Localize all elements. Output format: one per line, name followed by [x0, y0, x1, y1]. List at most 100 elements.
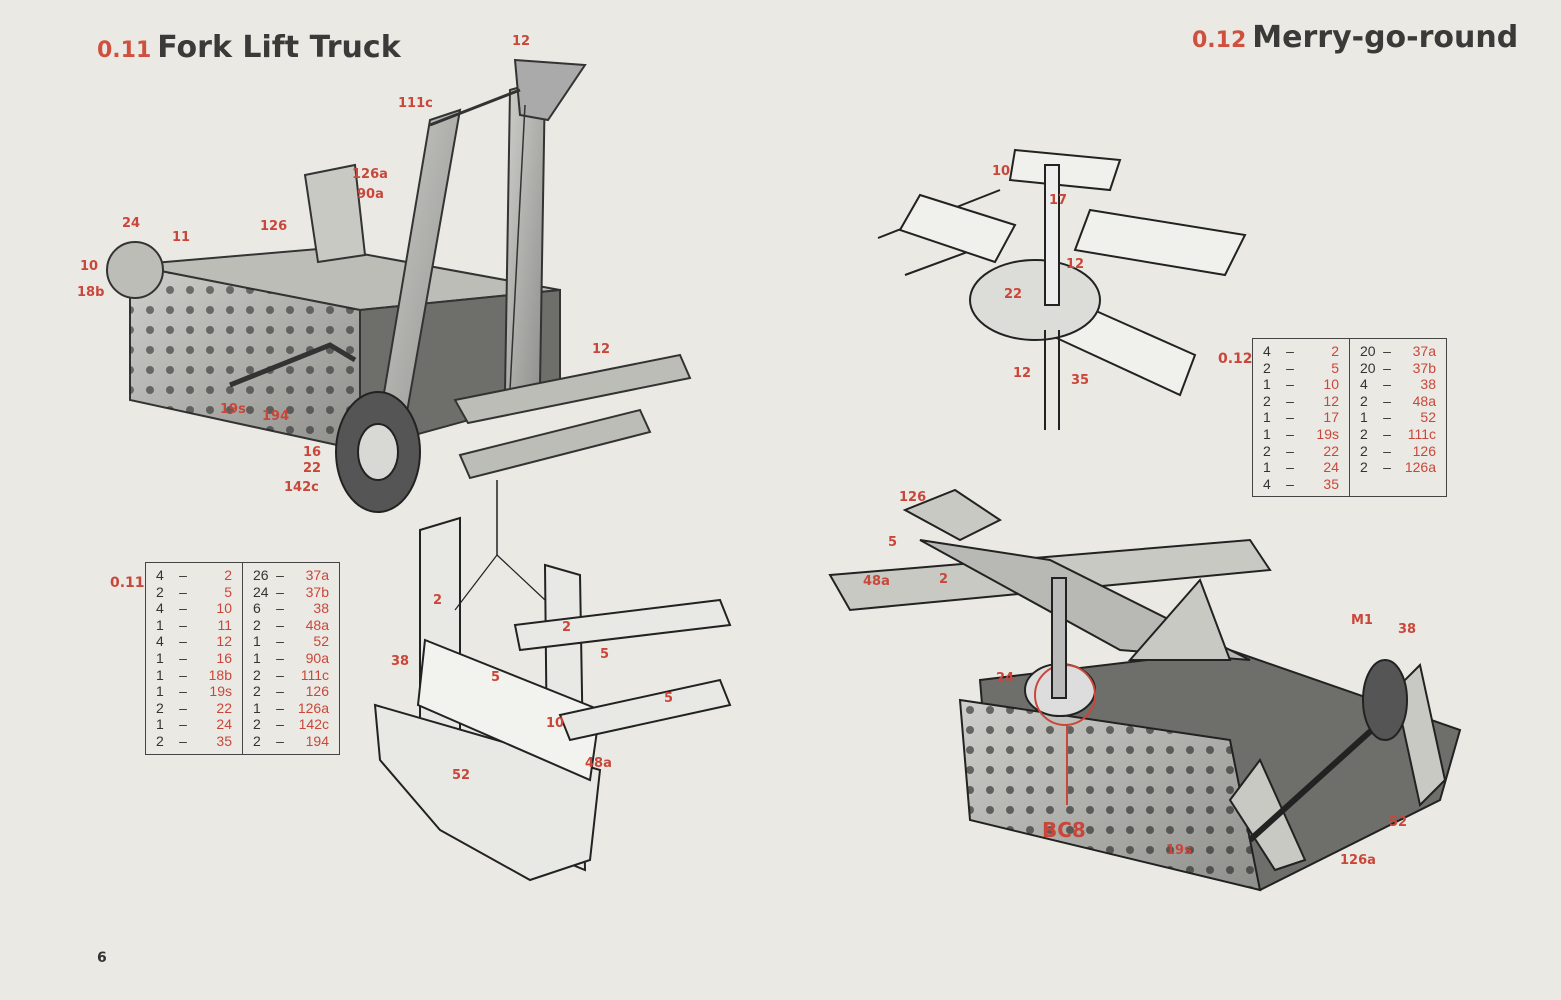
part-number: 126 [1412, 442, 1436, 459]
callout-part-22: 22 [303, 461, 322, 476]
parts-row: 20–37b [1360, 360, 1436, 377]
parts-row: 1–90a [253, 650, 329, 667]
callout-part-2: 2 [939, 572, 949, 587]
part-quantity: 4 [156, 567, 164, 583]
part-number: 111c [300, 666, 329, 683]
part-dash: – [276, 583, 284, 600]
part-number: 126a [1404, 459, 1436, 476]
parts-row: 2–5 [156, 584, 232, 601]
callout-part-126: 126 [899, 490, 927, 505]
parts-row: 2–194 [253, 733, 329, 750]
part-dash: – [1286, 376, 1294, 393]
part-number: 22 [216, 699, 232, 716]
parts-row: 1–17 [1263, 409, 1339, 426]
part-number: 22 [1323, 442, 1339, 459]
part-dash: – [1383, 442, 1391, 459]
part-dash: – [179, 683, 187, 700]
page-number: 6 [97, 950, 107, 966]
part-dash: – [179, 633, 187, 650]
fork-lift-truck-illustration [106, 58, 692, 513]
callout-part-24: 24 [122, 216, 141, 231]
part-dash: – [179, 600, 187, 617]
part-dash: – [1286, 459, 1294, 476]
callout-part-35: 35 [1071, 373, 1090, 388]
part-dash: – [276, 683, 284, 700]
part-quantity: 4 [1360, 376, 1368, 393]
part-dash: – [1383, 392, 1391, 409]
parts-row: 24– 37b [253, 584, 329, 601]
part-dash: – [179, 699, 187, 716]
part-number: 35 [1323, 475, 1339, 492]
parts-row: 2–126a [1360, 459, 1436, 476]
callout-part-52: 52 [452, 768, 471, 783]
parts-row: 4–38 [1360, 376, 1436, 393]
part-dash: – [179, 732, 187, 749]
part-dash: – [179, 666, 187, 683]
part-quantity: 4 [1263, 475, 1271, 492]
callout-part-18b: 18b [77, 285, 105, 300]
callout-part-5: 5 [888, 535, 898, 550]
part-dash: – [179, 616, 187, 633]
fork-detail-illustration [373, 480, 732, 882]
part-dash: – [179, 583, 187, 600]
part-quantity: 4 [1263, 343, 1271, 359]
parts-row: 4–10 [156, 600, 232, 617]
part-dash: – [179, 716, 187, 733]
part-dash: – [276, 633, 284, 650]
parts-row: 4–2 [156, 567, 232, 584]
callout-part-12b: 12 [592, 342, 611, 357]
part-quantity: 2 [1263, 359, 1271, 376]
parts-row: 1–52 [1360, 409, 1436, 426]
callout-part-16: 16 [303, 445, 322, 460]
callout-part-5: 5 [600, 647, 610, 662]
callout-part-12b: 12 [1013, 366, 1032, 381]
parts-row: 4–12 [156, 633, 232, 650]
part-quantity: 2 [253, 683, 261, 700]
part-number: 52 [313, 633, 329, 650]
parts-row: 1–18b [156, 667, 232, 684]
callout-part-22: 22 [1004, 287, 1023, 302]
part-number: 16 [216, 649, 232, 666]
part-quantity: 2 [1263, 442, 1271, 459]
part-number: 2 [1331, 343, 1339, 359]
parts-row: 2–142c [253, 716, 329, 733]
callout-part-2: 2 [433, 593, 443, 608]
part-number: 12 [1323, 392, 1339, 409]
callout-part-10: 10 [546, 716, 565, 731]
parts-row: 2–111c [1360, 426, 1436, 443]
part-dash: – [276, 732, 284, 749]
callout-part-19s: 19s [220, 402, 246, 417]
part-number: 48a [1412, 392, 1436, 409]
part-number: 142c [298, 716, 329, 733]
model-name: Fork Lift Truck [157, 30, 401, 65]
part-number: 11 [217, 616, 232, 633]
parts-row: 4– 2 [1263, 343, 1339, 360]
parts-row: 1–19s [156, 683, 232, 700]
hub-detail-illustration [877, 148, 1247, 430]
part-number: 37b [305, 583, 329, 600]
part-dash: – [1286, 475, 1294, 492]
callout-part-126a: 126a [1340, 853, 1376, 868]
part-quantity: 2 [253, 732, 261, 749]
part-dash: – [1286, 343, 1294, 359]
part-number: 10 [1323, 376, 1339, 393]
parts-row: 20–37a [1360, 343, 1436, 360]
part-quantity: 2 [1360, 392, 1368, 409]
callout-part-bc8: BC8 [1042, 818, 1086, 842]
part-number: 111c [1407, 425, 1436, 442]
merry-go-round-illustration [828, 488, 1462, 892]
part-number: 24 [216, 716, 232, 733]
part-quantity: 2 [156, 699, 164, 716]
part-number: 52 [1420, 409, 1436, 426]
callout-part-17: 17 [1049, 193, 1068, 208]
part-dash: – [1383, 409, 1391, 426]
model-number: 0.12 [1192, 28, 1247, 53]
callout-part-11: 11 [172, 230, 191, 245]
part-dash: – [276, 616, 284, 633]
callout-part-10: 10 [80, 259, 99, 274]
part-quantity: 24 [253, 583, 269, 600]
part-dash: – [179, 649, 187, 666]
part-number: 2 [224, 567, 232, 583]
